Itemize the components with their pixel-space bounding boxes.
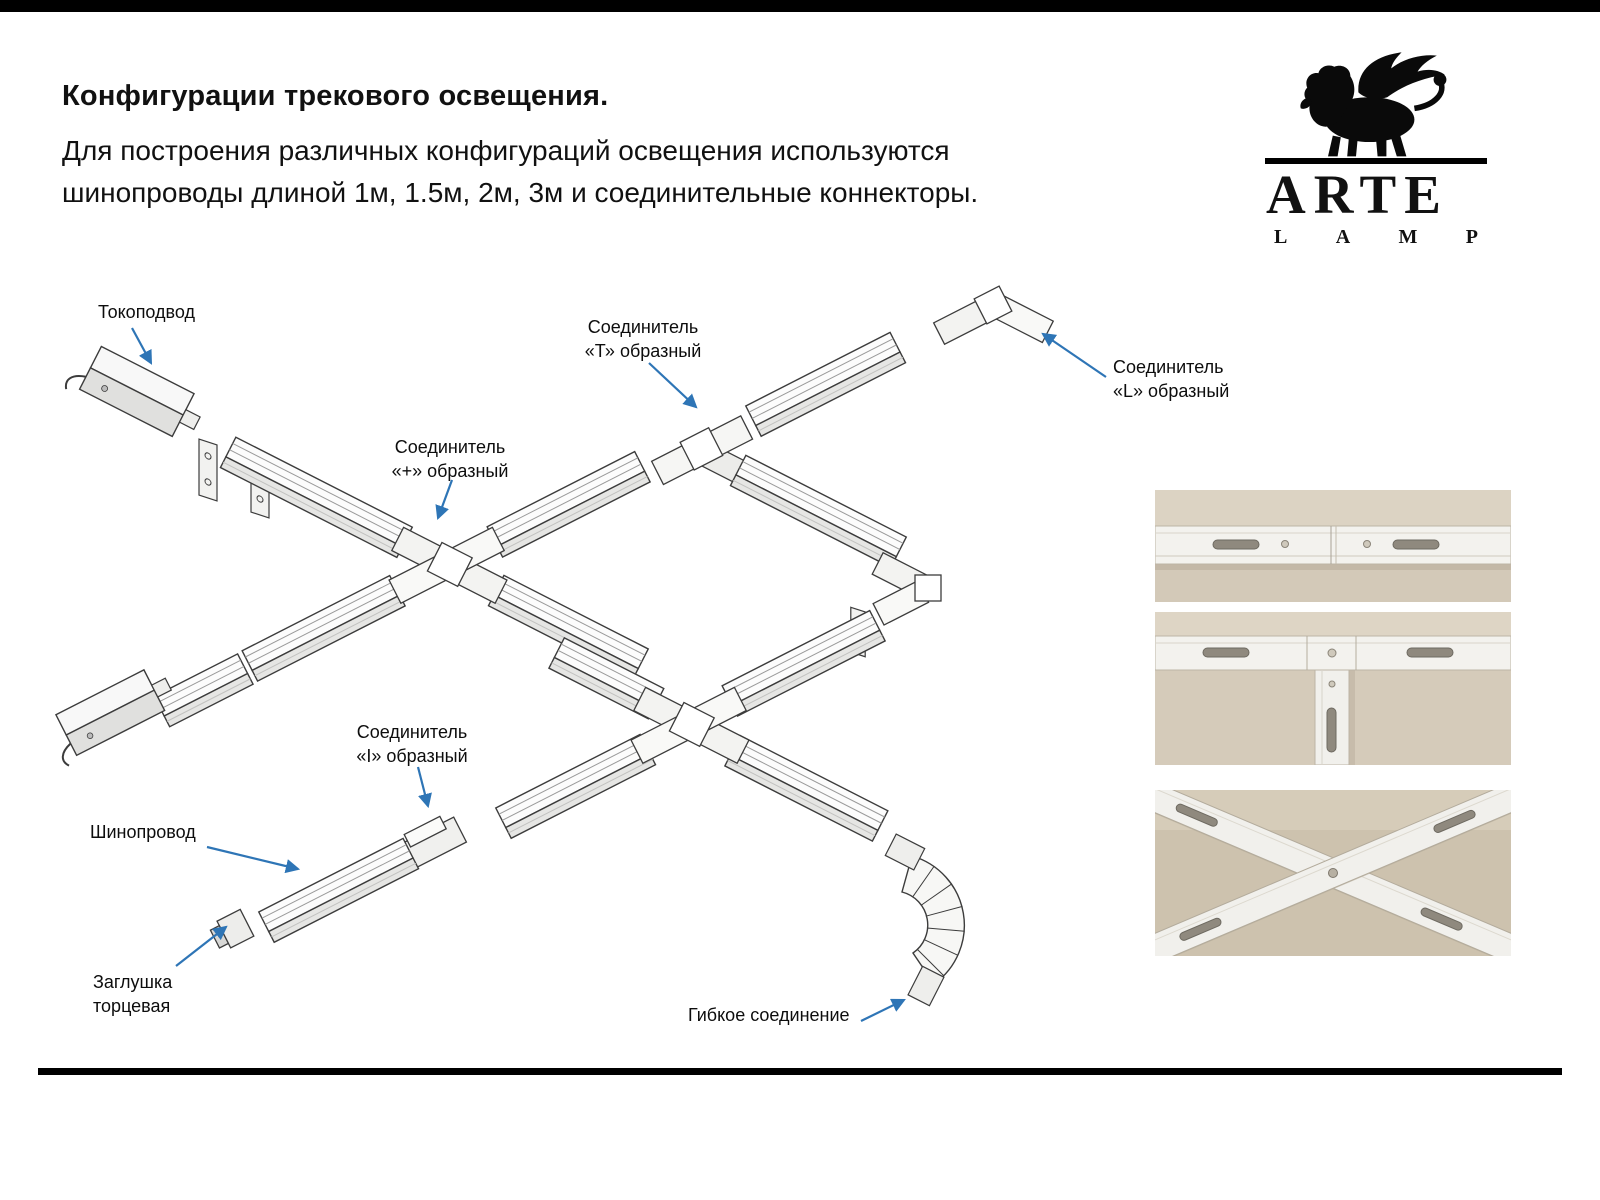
track-segment <box>487 574 649 680</box>
power-feed-box <box>62 338 210 451</box>
plus-connector <box>388 526 508 605</box>
callout-arrow-plus-connector <box>435 479 454 521</box>
top-rule-bar <box>0 0 1600 12</box>
track-segment <box>724 734 889 842</box>
plus-connector <box>630 686 750 765</box>
logo-rule <box>1265 158 1487 164</box>
callout-arrow-power-feed <box>131 327 153 365</box>
page-subtitle-line-1: Для построения различных конфигураций ос… <box>62 135 950 166</box>
i-connector <box>395 815 468 872</box>
photo-straight-connection <box>1155 490 1511 602</box>
logo-letter: L <box>1274 226 1288 248</box>
page-subtitle-line-2: шинопроводы длиной 1м, 1.5м, 2м, 3м и со… <box>62 177 979 208</box>
flexible-connector <box>884 833 966 1007</box>
logo-wordmark: ARTE <box>1266 166 1486 224</box>
track-segment <box>153 653 254 728</box>
track-segment <box>495 733 657 839</box>
mounting-plate <box>850 606 866 658</box>
page-subtitle: Для построения различных конфигураций ос… <box>62 130 978 214</box>
label-t-connector: Соединитель «Т» образный <box>584 317 702 361</box>
page-title: Конфигурации трекового освещения. <box>62 80 609 112</box>
track-segment <box>721 609 886 717</box>
photo-t-connection <box>1155 612 1511 765</box>
track-segment <box>258 837 420 943</box>
photo-x-connection <box>1155 790 1511 956</box>
callout-arrow-end-cap <box>175 925 228 967</box>
track-segment <box>548 637 665 720</box>
label-i-connector: Соединитель «I» образный <box>356 722 468 766</box>
callout-arrow-i-connector <box>416 766 432 809</box>
track-segment <box>745 331 907 437</box>
track-segment <box>729 454 907 569</box>
track-segment <box>241 574 406 682</box>
label-plus-connector: Соединитель «+» образный <box>391 437 509 481</box>
label-l-connector: Соединитель «L» образный <box>1113 357 1230 401</box>
label-track: Шинопровод <box>90 822 196 842</box>
bottom-rule-bar <box>38 1068 1562 1075</box>
x-joint-photo-graphic <box>1155 790 1511 956</box>
t-joint-photo-graphic <box>1155 612 1511 765</box>
callout-arrow-flexible <box>860 998 906 1022</box>
corner-connector <box>871 551 942 626</box>
winged-lion-icon <box>1300 52 1447 157</box>
logo-wordmark-text: ARTE <box>1266 164 1449 225</box>
l-connector <box>932 285 1055 346</box>
logo-letter: M <box>1398 226 1418 248</box>
mounting-plate <box>198 438 218 502</box>
label-end-cap: Заглушка торцевая <box>93 972 173 1016</box>
logo-lamp-letters: L A M P <box>1274 226 1478 249</box>
callout-arrow-t-connector <box>648 362 698 409</box>
logo-letter: A <box>1335 226 1351 248</box>
arte-lamp-logo: ARTE L A M P <box>1258 46 1494 249</box>
label-power-feed: Токоподвод <box>98 302 196 322</box>
end-feed-box <box>42 662 182 768</box>
callout-arrow-track <box>206 845 301 874</box>
straight-joint-photo-graphic <box>1155 490 1511 602</box>
label-flexible: Гибкое соединение <box>688 1005 850 1025</box>
mounting-plate <box>250 455 270 519</box>
t-connector <box>650 415 754 488</box>
end-cap <box>209 908 255 949</box>
logo-letter: P <box>1465 226 1478 248</box>
callout-arrow-l-connector <box>1041 332 1107 378</box>
